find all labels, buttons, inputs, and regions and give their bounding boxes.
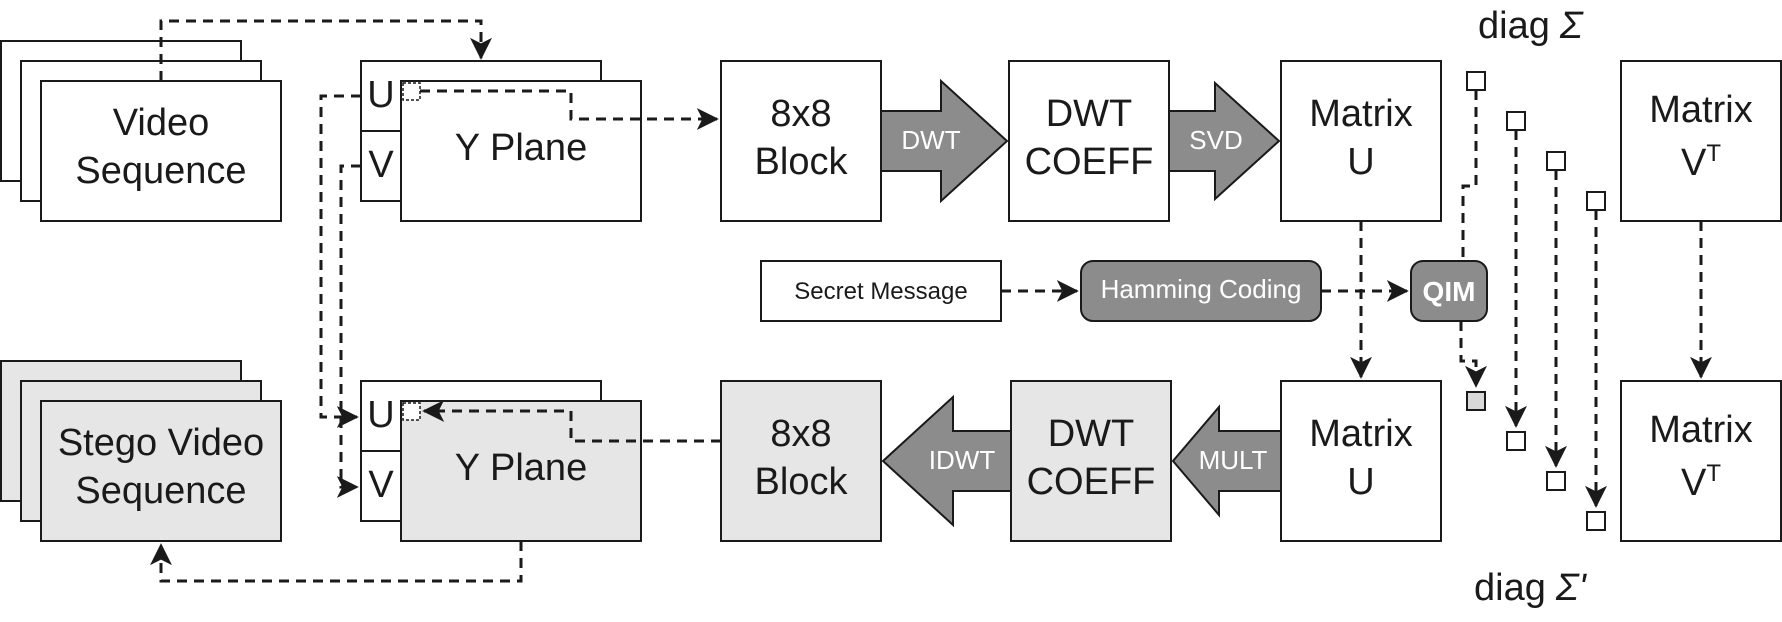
- svd-arrow: SVD: [1168, 80, 1281, 202]
- video-sequence-label-line1: Video: [113, 102, 210, 144]
- sigma-square-bottom-4: [1586, 511, 1606, 531]
- dwt-arrow: DWT: [880, 78, 1009, 204]
- connectors: [150, 19, 1712, 583]
- arrow-video-to-yplane: [159, 19, 492, 81]
- matrix-vt-top-line2: VT: [1681, 140, 1721, 184]
- coeff-bottom-line1: DWT: [1048, 413, 1135, 455]
- block-bottom-line2: Block: [755, 461, 849, 503]
- y-plane-top: [400, 80, 642, 222]
- idwt-arrow: IDWT: [881, 394, 1012, 528]
- qim-label: QIM: [1423, 276, 1476, 307]
- block-bottom-line1: 8x8: [770, 413, 831, 455]
- matrix-u-bottom-line2: U: [1347, 461, 1374, 503]
- hamming-coding-box: Hamming Coding: [1080, 260, 1322, 322]
- singular-values-bottom: [1466, 391, 1606, 531]
- matrix-vt-top: Matrix VT: [1620, 60, 1782, 222]
- diag-sigma-bottom-prefix: diag: [1474, 567, 1546, 609]
- bottom-yuv-planes: U V Y Plane: [360, 380, 642, 542]
- qim-box: QIM: [1410, 260, 1488, 322]
- dwt-arrow-label: DWT: [901, 125, 960, 155]
- video-sequence-label-line2: Sequence: [75, 150, 246, 192]
- block-top-line1: 8x8: [770, 93, 831, 135]
- coeff-top-line1: DWT: [1046, 93, 1133, 135]
- idwt-arrow-label: IDWT: [929, 445, 996, 475]
- sigma-square-bottom-3: [1546, 471, 1566, 491]
- diag-sigma-bottom: diag Σ': [1474, 567, 1588, 609]
- coeff-top-line2: COEFF: [1025, 141, 1154, 183]
- arrow-yplane-to-stego: [150, 541, 523, 583]
- arrow-u-top-to-bottom: [319, 94, 361, 428]
- block-8x8-top: 8x8 Block: [720, 60, 882, 222]
- mult-arrow-label: MULT: [1199, 445, 1268, 475]
- stego-label-line2: Sequence: [75, 470, 246, 512]
- u-label-top: U: [367, 74, 394, 116]
- block-8x8-bottom: 8x8 Block: [720, 380, 882, 542]
- arrow-qim-to-sigma1: [1459, 321, 1487, 388]
- matrix-vt-top-v: V: [1681, 142, 1707, 184]
- matrix-vt-bottom-line2: VT: [1681, 460, 1721, 504]
- sigma-square-top-2: [1506, 111, 1526, 131]
- dwt-coeff-bottom: DWT COEFF: [1010, 380, 1172, 542]
- stego-label-line1: Stego Video: [58, 422, 264, 464]
- matrix-vt-bottom-v: V: [1681, 462, 1707, 504]
- matrix-vt-bottom-line1: Matrix: [1649, 409, 1752, 451]
- y-plane-bottom: [400, 400, 642, 542]
- block-marker-top: [402, 82, 421, 101]
- block-marker-bottom: [402, 402, 421, 421]
- diag-sigma-top-symbol: Σ: [1559, 5, 1584, 47]
- matrix-u-top: Matrix U: [1280, 60, 1442, 222]
- matrix-vt-top-line1: Matrix: [1649, 89, 1752, 131]
- v-label-top: V: [368, 144, 394, 186]
- u-label-bottom: U: [367, 394, 394, 436]
- coeff-bottom-line2: COEFF: [1027, 461, 1156, 503]
- secret-message-box: Secret Message: [760, 260, 1002, 322]
- matrix-u-bottom: Matrix U: [1280, 380, 1442, 542]
- diag-sigma-top: diag Σ: [1478, 5, 1584, 47]
- arrow-block-to-yplane: [422, 400, 721, 443]
- sigma-square-top-1: [1466, 71, 1486, 91]
- arrow-yplane-to-block: [420, 89, 719, 130]
- sigma-square-bottom-1: [1466, 391, 1486, 411]
- sigma-square-bottom-2: [1506, 431, 1526, 451]
- block-top-line2: Block: [755, 141, 849, 183]
- top-yuv-planes: U V Y Plane: [360, 60, 642, 222]
- svd-arrow-label: SVD: [1189, 125, 1242, 155]
- matrix-u-bottom-line1: Matrix: [1309, 413, 1412, 455]
- diag-sigma-top-prefix: diag: [1478, 5, 1550, 47]
- y-plane-label-top: Y Plane: [455, 127, 587, 169]
- matrix-vt-bottom: Matrix VT: [1620, 380, 1782, 542]
- singular-values-top: [1466, 71, 1606, 211]
- matrix-u-top-line1: Matrix: [1309, 93, 1412, 135]
- arrow-v-top-to-bottom: [336, 164, 361, 498]
- arrow-sigma1-to-qim: [1461, 90, 1478, 261]
- sigma-square-top-4: [1586, 191, 1606, 211]
- matrix-vt-top-superscript: T: [1706, 140, 1721, 167]
- mult-arrow: MULT: [1171, 404, 1282, 518]
- dwt-coeff-top: DWT COEFF: [1008, 60, 1170, 222]
- matrix-u-top-line2: U: [1347, 141, 1374, 183]
- secret-message-label: Secret Message: [794, 278, 967, 305]
- matrix-vt-bottom-superscript: T: [1706, 460, 1721, 487]
- v-label-bottom: V: [368, 464, 394, 506]
- sigma-square-top-3: [1546, 151, 1566, 171]
- video-sequence-stack: Video Sequence: [0, 40, 282, 222]
- y-plane-label-bottom: Y Plane: [455, 447, 587, 489]
- hamming-coding-label: Hamming Coding: [1101, 274, 1302, 304]
- stego-video-sequence-stack: Stego Video Sequence: [0, 360, 282, 542]
- diag-sigma-bottom-symbol: Σ': [1555, 567, 1588, 609]
